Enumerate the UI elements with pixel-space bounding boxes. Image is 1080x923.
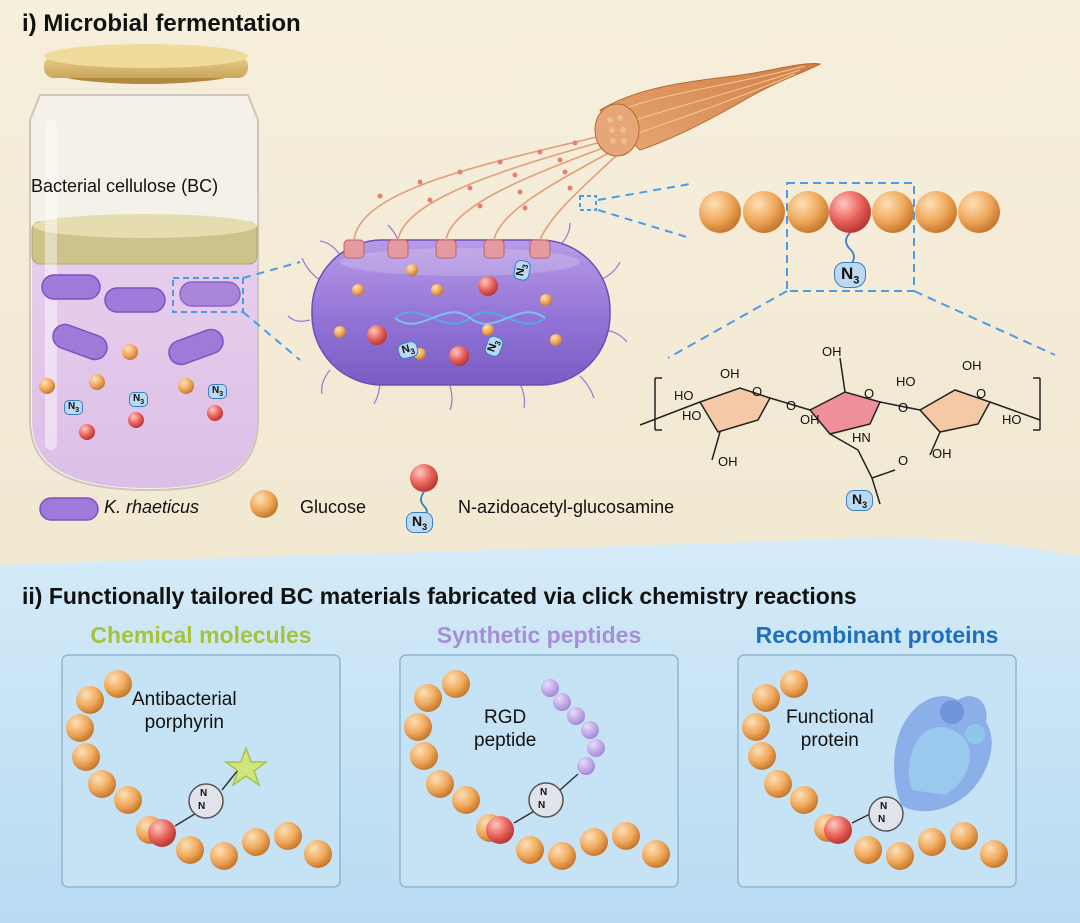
fermentation-jar xyxy=(29,44,259,492)
oh-label: OH xyxy=(822,344,842,359)
o-label: O xyxy=(864,386,874,401)
legend-glucose-label: Glucose xyxy=(300,497,367,517)
o-label: O xyxy=(752,384,762,399)
azido-sugar-icon xyxy=(79,424,95,440)
culture-medium xyxy=(32,235,257,488)
panel-title-recombinant-proteins: Recombinant proteins xyxy=(755,622,999,648)
peptide-beads-icon xyxy=(541,679,605,775)
azido-sugar-icon xyxy=(207,405,223,421)
hn-label: HN xyxy=(852,430,871,445)
panel-recombinant-proteins xyxy=(737,654,1017,888)
o-label: O xyxy=(898,453,908,468)
triazole-n-label: N xyxy=(880,801,888,812)
oh-label: HO xyxy=(674,388,694,403)
cellulose-fiber xyxy=(594,63,822,157)
triazole-nn-label: N xyxy=(538,800,546,811)
panel-title-synthetic-peptides: Synthetic peptides xyxy=(436,622,642,648)
azide-tag-icon: N3 xyxy=(208,384,228,399)
panel-synthetic-peptides xyxy=(399,654,679,888)
section-title-microbial-fermentation: i) Microbial fermentation xyxy=(22,10,301,37)
porphyrin-star-icon xyxy=(223,745,269,787)
panel-chemical-molecules xyxy=(61,654,341,888)
oh-label: OH xyxy=(800,412,820,427)
jar-label: Bacterial cellulose (BC) xyxy=(31,176,219,196)
o-label: O xyxy=(786,398,796,413)
oh-label: HO xyxy=(896,374,916,389)
legend-sugar-icon xyxy=(410,464,438,492)
azide-tag-icon: N3 xyxy=(834,262,867,289)
azide-tag-icon: N3 xyxy=(129,392,149,407)
bc-polymer-chain xyxy=(699,191,1000,266)
section-title-functionally-tailored: ii) Functionally tailored BC materials f… xyxy=(22,583,857,609)
azide-tag-icon: N3 xyxy=(846,490,874,511)
triazole-nn-label: N xyxy=(878,814,886,825)
legend-bacterium-label: K. rhaeticus xyxy=(104,497,200,517)
glucose-icon xyxy=(89,374,105,390)
azido-sugar-icon xyxy=(128,412,144,428)
legend-sugar-label: N-azidoacetyl-glucosamine xyxy=(458,497,675,517)
chemical-structure xyxy=(639,357,1041,505)
zoom-box xyxy=(172,277,244,313)
triazole-n-label: N xyxy=(540,787,548,798)
bacterium-icon xyxy=(41,274,241,366)
o-label: O xyxy=(898,400,908,415)
oh-label: OH xyxy=(932,446,952,461)
protein-structure-icon xyxy=(894,696,992,812)
triazole-n-label: N xyxy=(200,788,208,799)
glucose-icon xyxy=(39,378,55,394)
oh-label: HO xyxy=(682,408,702,423)
triazole-nn-label: N xyxy=(198,801,206,812)
glucose-icon xyxy=(122,344,138,360)
cellulose-strands xyxy=(353,134,618,241)
strand-beads xyxy=(377,140,578,211)
oh-label: OH xyxy=(718,454,738,469)
chemical-labels: OH HO HO OH OH OH HO OH HO OH HN O O O O… xyxy=(674,344,1022,469)
zoom-box xyxy=(786,182,915,292)
oh-label: OH xyxy=(720,366,740,381)
legend-bacterium-icon xyxy=(39,497,99,521)
azide-tag-icon: N3 xyxy=(64,400,84,415)
glucose-icon xyxy=(178,378,194,394)
legend-glucose-icon xyxy=(250,490,278,518)
azide-tag-icon: N3 xyxy=(406,512,434,533)
panel-title-chemical-molecules: Chemical molecules xyxy=(90,622,312,648)
o-label: O xyxy=(976,386,986,401)
oh-label: OH xyxy=(962,358,982,373)
oh-label: HO xyxy=(1002,412,1022,427)
